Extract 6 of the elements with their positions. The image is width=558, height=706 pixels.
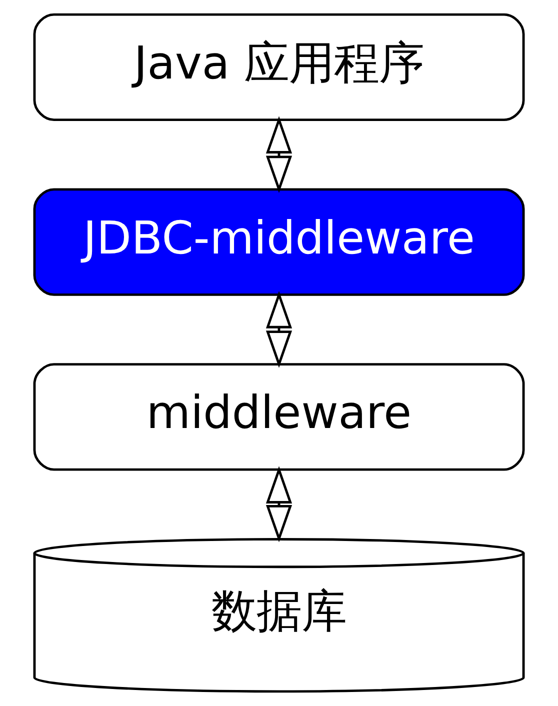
arrow [266, 466, 292, 542]
node-box: Java 应用程序 [33, 13, 525, 122]
arrow [266, 291, 292, 368]
node-box: JDBC-middleware [33, 188, 525, 296]
node-box: middleware [33, 363, 525, 471]
arrow [266, 116, 292, 193]
